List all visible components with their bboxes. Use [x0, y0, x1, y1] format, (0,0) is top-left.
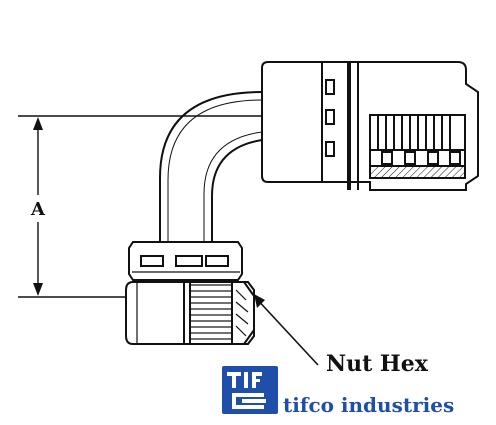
dimension-arrow-up: [33, 117, 43, 130]
collar-window: [205, 255, 229, 267]
leader-arrowhead: [254, 294, 265, 308]
collar-window: [140, 255, 164, 267]
elbow-outer-wall: [159, 91, 263, 248]
insert-notch: [381, 151, 393, 165]
dimension-a: [18, 115, 262, 298]
socket-ferrule: [261, 61, 479, 191]
elbow-shade-line: [203, 131, 263, 248]
tifco-monogram-icon: [222, 366, 278, 414]
collar-slot: [325, 79, 335, 95]
dimension-arrow-down: [33, 283, 43, 296]
insert-notch: [427, 151, 439, 165]
nut-hex-label: Nut Hex: [326, 351, 429, 377]
insert-knurl: [369, 165, 466, 179]
elbow-tube: [159, 91, 263, 248]
elbow-inner-wall: [211, 139, 263, 248]
nut-assembly: [125, 241, 255, 345]
dimension-label: A: [30, 199, 46, 220]
nut-hex-leader: [253, 294, 319, 366]
tifco-logo: tifco industries: [222, 366, 454, 417]
nut-thread: [189, 281, 233, 345]
elbow-shade-line: [167, 99, 263, 248]
chamfer-hatch: [235, 289, 249, 337]
collar-slot: [325, 141, 335, 157]
company-name: tifco industries: [283, 393, 454, 417]
leader-line: [253, 295, 319, 366]
collar-window: [175, 255, 203, 267]
insert-notch: [449, 151, 461, 165]
hex-chamfer: [231, 281, 255, 345]
collar-slot: [325, 109, 335, 125]
insert-notch: [404, 151, 416, 165]
